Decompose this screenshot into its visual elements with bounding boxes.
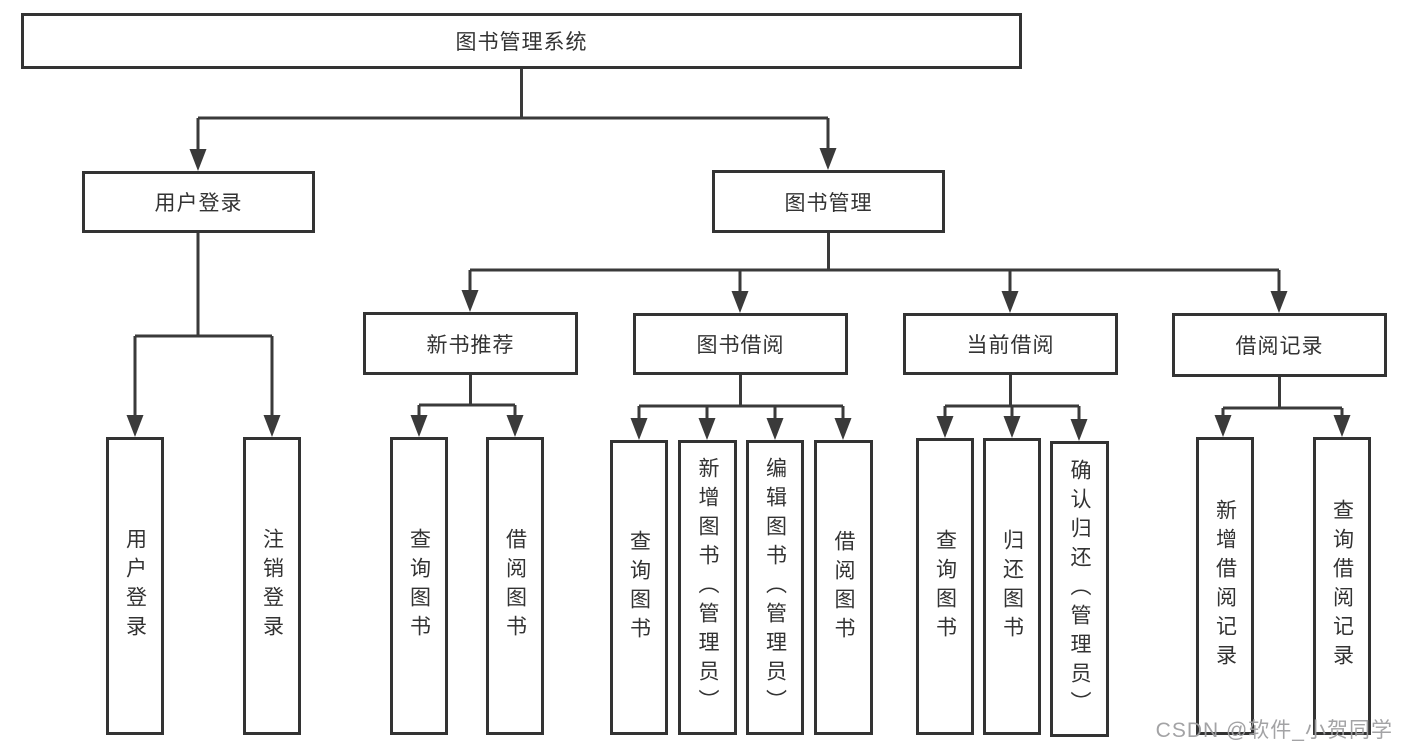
node-label: 图书管理 [784,191,873,215]
leaf-label: 借阅图书 [832,529,855,646]
leaf-query-borrow-record: 查询借阅记录 [1313,437,1371,735]
node-user-login: 用户登录 [82,171,315,233]
leaf-borrow-book: 借阅图书 [486,437,544,735]
node-label: 借阅记录 [1235,335,1324,358]
node-label: 图书借阅 [696,334,785,357]
node-book-borrow: 图书借阅 [633,313,848,375]
node-current-borrow: 当前借阅 [903,313,1118,375]
leaf-add-book-admin: 新增图书（管理员） [678,440,737,735]
leaf-logout: 注销登录 [243,437,301,735]
leaf-add-borrow-record: 新增借阅记录 [1196,437,1254,735]
leaf-label: 借阅图书 [503,528,527,644]
node-label: 图书管理系统 [455,31,588,54]
leaf-label: 新增图书（管理员） [696,457,719,718]
node-label: 当前借阅 [966,334,1055,357]
node-borrow-records: 借阅记录 [1172,313,1387,377]
node-new-book-recommend: 新书推荐 [363,312,578,375]
leaf-query-book: 查询图书 [610,440,668,735]
leaf-label: 查询图书 [933,528,957,645]
leaf-label: 编辑图书（管理员） [763,457,787,718]
connector-strokes [133,69,1344,424]
node-label: 新书推荐 [426,333,515,357]
leaf-edit-book-admin: 编辑图书（管理员） [746,440,804,735]
leaf-label: 新增借阅记录 [1213,499,1237,673]
leaf-label: 查询图书 [627,529,651,646]
node-label: 用户登录 [154,192,243,215]
leaf-user-login: 用户登录 [106,437,164,735]
node-library-system: 图书管理系统 [21,13,1022,69]
connector-arrowheads [126,148,1351,441]
node-book-management: 图书管理 [712,170,945,233]
leaf-return-book: 归还图书 [983,438,1041,735]
leaf-confirm-return-admin: 确认归还（管理员） [1050,441,1109,737]
leaf-label: 查询借阅记录 [1330,499,1354,673]
leaf-query-book: 查询图书 [916,438,974,735]
leaf-label: 查询图书 [407,528,431,644]
leaf-label: 确认归还（管理员） [1068,458,1091,720]
leaf-label: 归还图书 [1000,528,1024,645]
leaf-query-book: 查询图书 [390,437,448,735]
leaf-borrow-book: 借阅图书 [814,440,873,735]
csdn-watermark: CSDN @软件_小贺同学 [1155,719,1393,742]
leaf-label: 注销登录 [260,528,284,644]
leaf-label: 用户登录 [123,528,147,644]
